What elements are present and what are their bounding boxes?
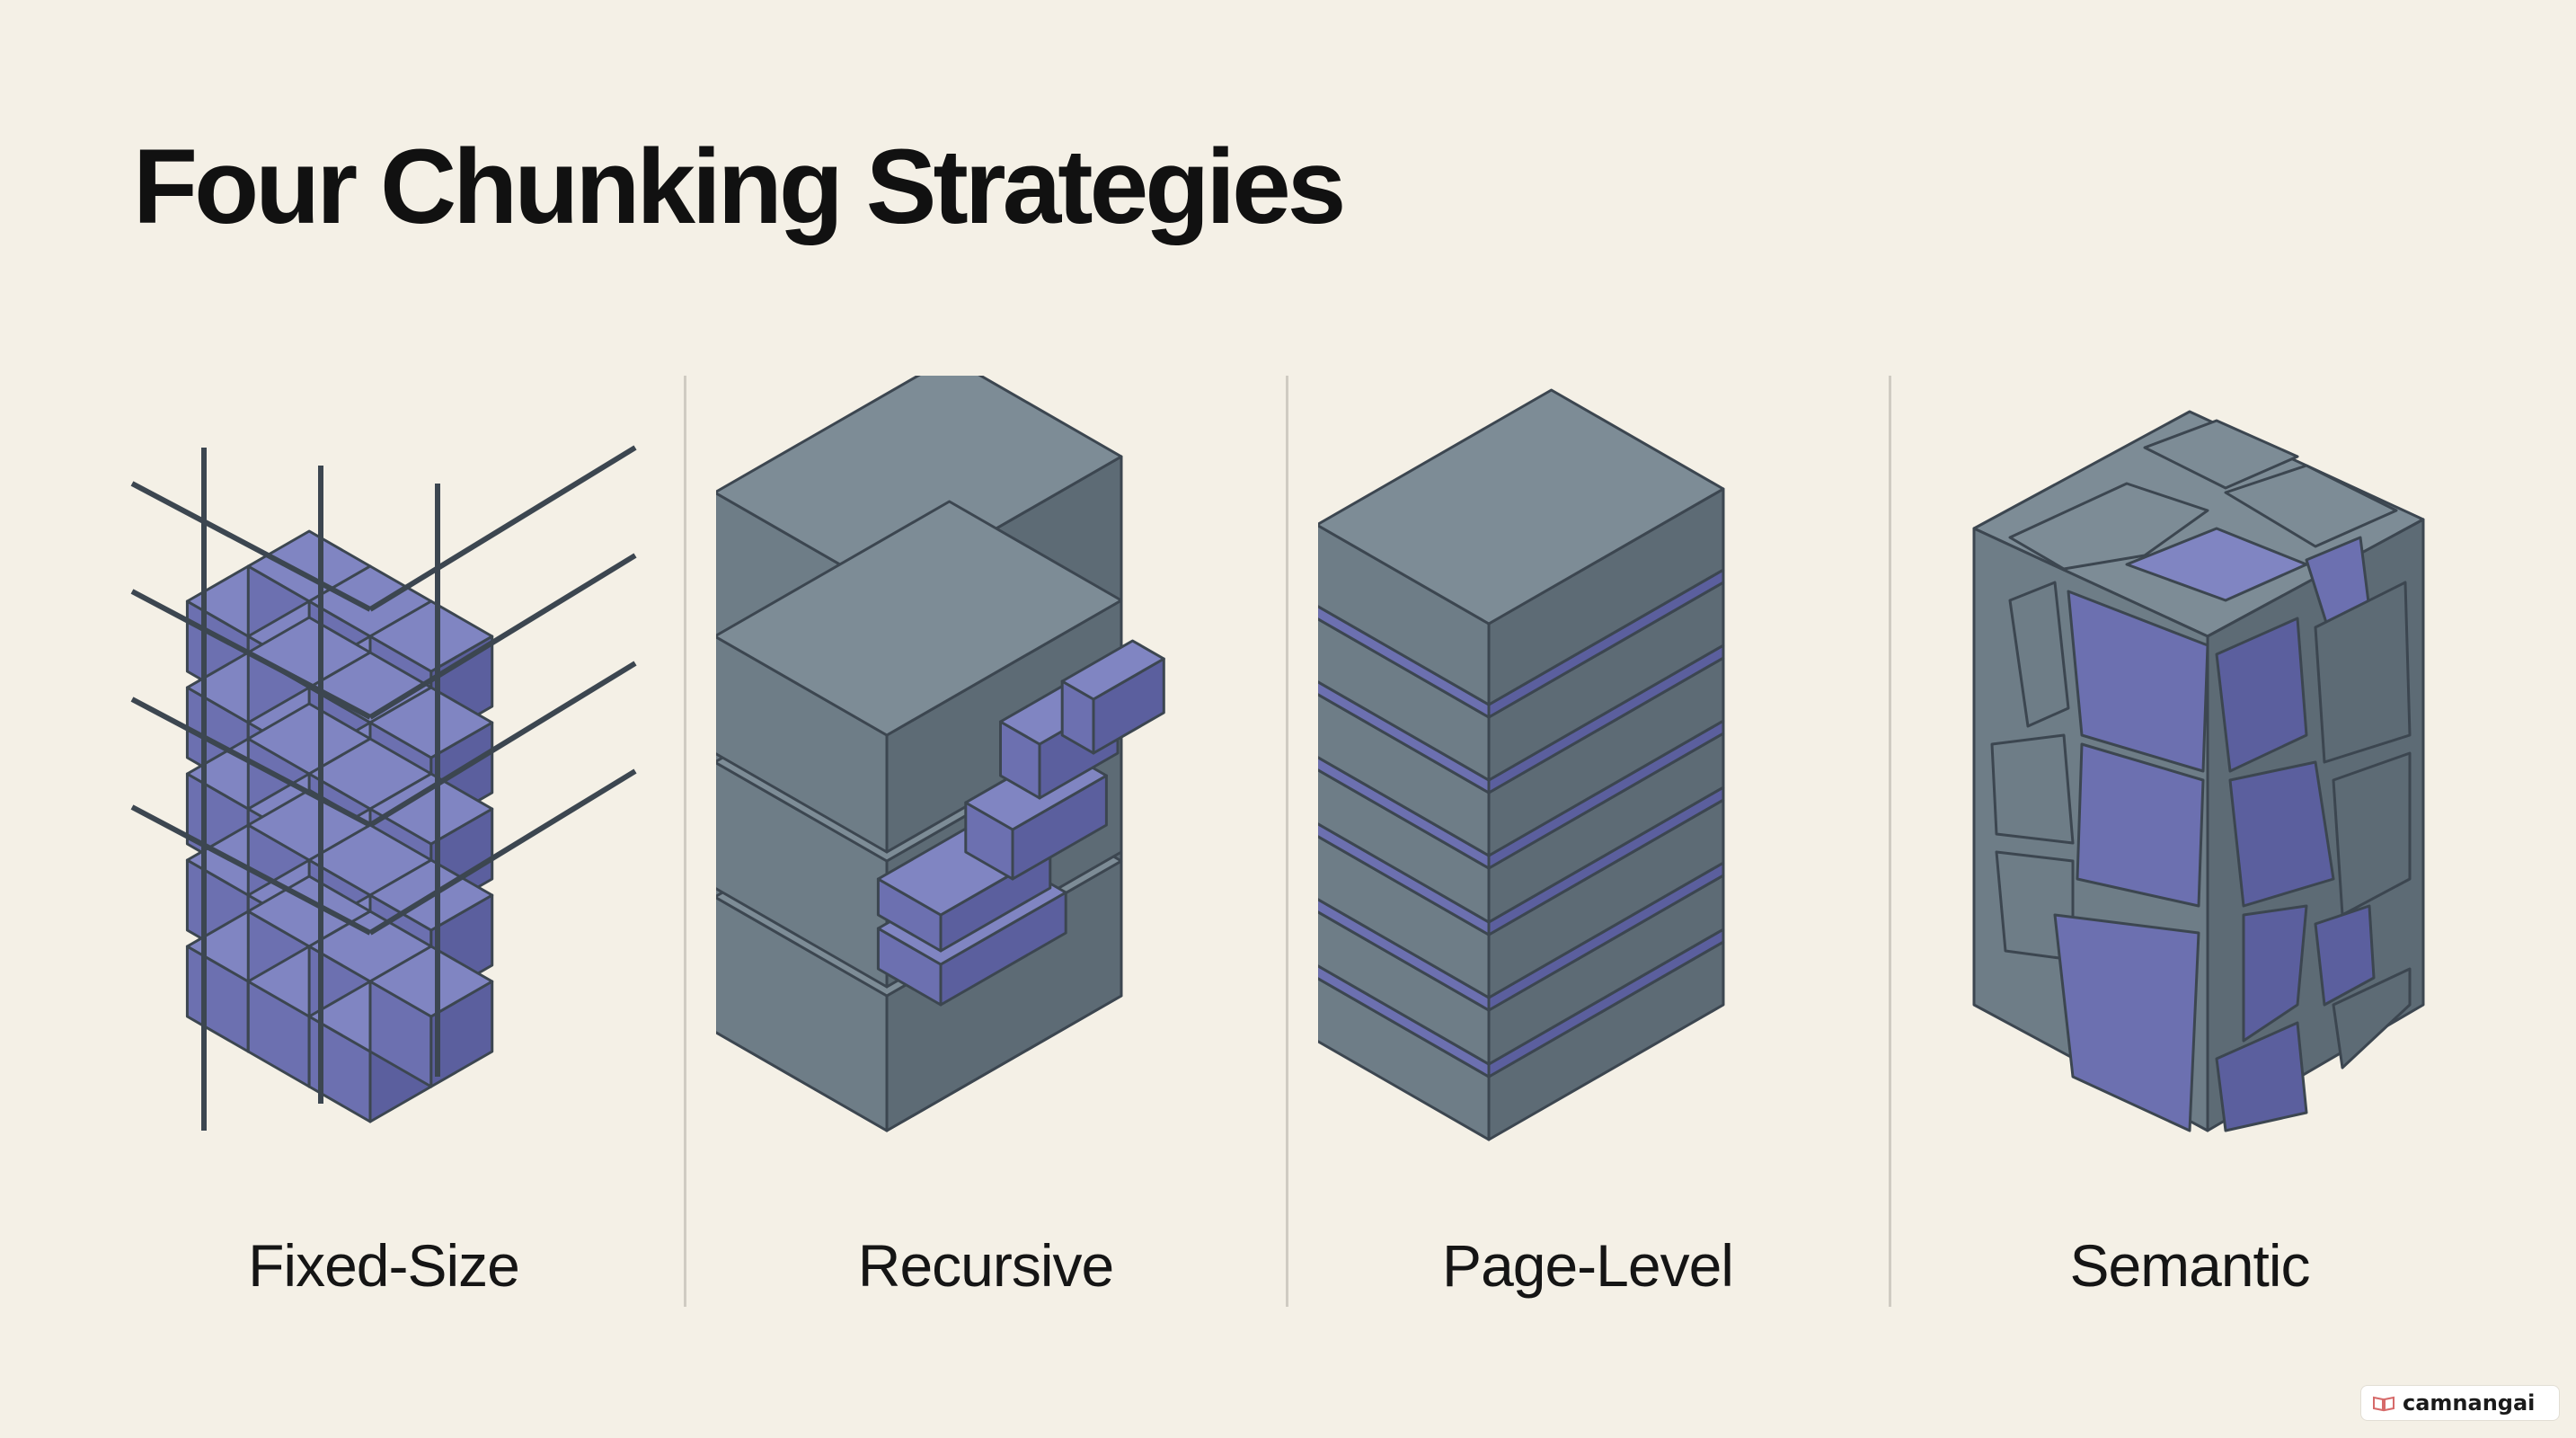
fixed-cube-top [368,945,494,1018]
caption-semantic: Semantic [2069,1232,2310,1299]
page-level-illustration [1318,388,1725,1141]
watermark-text: camnangai [2403,1390,2536,1416]
divider-1 [684,376,686,1307]
page-slab-top-top [1318,388,1725,626]
divider-3 [1889,376,1891,1307]
watermark-badge: camnangai [2360,1385,2560,1421]
caption-fixed-size: Fixed-Size [248,1232,520,1299]
fixed-cube-top [368,599,494,673]
fixed-size-illustration [130,445,637,1131]
recursive-outer-top [716,376,1123,593]
caption-recursive: Recursive [857,1232,1114,1299]
semantic-illustration [1972,410,2425,1132]
fixed-cube-top [368,772,494,846]
book-icon [2372,1394,2395,1412]
caption-page-level: Page-Level [1442,1232,1734,1299]
fixed-cube-top [368,686,494,759]
recursive-slab-2-top [716,500,1123,737]
recursive-insert-e-top [1060,639,1165,701]
page-title: Four Chunking Strategies [133,128,1346,246]
divider-2 [1286,376,1288,1307]
recursive-illustration [716,376,1165,1132]
